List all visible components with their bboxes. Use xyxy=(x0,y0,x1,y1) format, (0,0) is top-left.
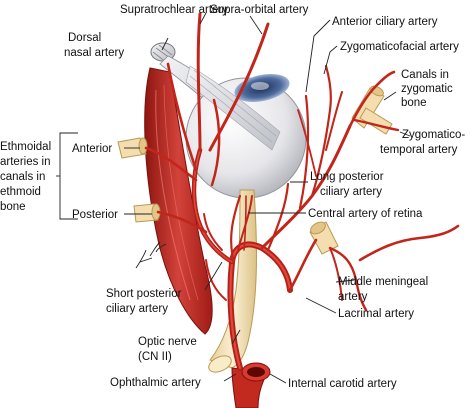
label-anterior: Anterior xyxy=(72,143,112,155)
long-posterior-ciliary-branch xyxy=(266,182,290,252)
label-dorsal-nasal-2: nasal artery xyxy=(64,47,124,59)
ethmoid-canal-posterior xyxy=(133,203,161,223)
label-ophthalmic: Ophthalmic artery xyxy=(110,377,201,389)
dorsal-nasal-branch xyxy=(166,62,198,172)
artery-network xyxy=(144,12,460,371)
label-canals-1: Canals in xyxy=(401,69,449,81)
label-ethmoidal-3: canals in xyxy=(0,171,45,183)
label-canals-2: zygomatic xyxy=(401,83,453,95)
zygomaticofacial-branch xyxy=(348,70,396,128)
short-posterior-ciliary-branch xyxy=(230,194,242,264)
supratrochlear-branch xyxy=(196,12,202,152)
label-middle-meningeal-2: artery xyxy=(338,291,368,303)
label-zygomaticotemporal-1: Zygomatico- xyxy=(402,129,465,141)
label-long-posterior-1: Long posterior xyxy=(310,171,384,183)
label-supraorbital: Supra-orbital artery xyxy=(210,4,309,16)
label-short-posterior-2: ciliary artery xyxy=(106,303,168,315)
label-lacrimal: Lacrimal artery xyxy=(338,308,414,320)
internal-carotid-artery xyxy=(231,362,271,408)
label-ethmoidal-4: ethmoid xyxy=(0,186,41,198)
label-canals-3: bone xyxy=(401,97,427,109)
leader-lines xyxy=(56,12,411,384)
label-zygomaticotemporal-2: temporal artery xyxy=(380,144,458,156)
label-ethmoidal-2: arteries in xyxy=(0,156,51,168)
label-posterior: Posterior xyxy=(72,209,118,221)
label-ethmoidal-1: Ethmoidal xyxy=(0,141,51,153)
label-long-posterior-2: ciliary artery xyxy=(320,186,382,198)
posterior-ethmoidal-branch xyxy=(156,210,208,234)
superior-oblique-muscle xyxy=(144,67,213,335)
label-optic-nerve-1: Optic nerve xyxy=(138,336,197,348)
label-supratrochlear: Supratrochlear artery xyxy=(120,4,228,16)
lacrimal-canal xyxy=(309,221,339,255)
label-short-posterior-1: Short posterior xyxy=(106,288,182,300)
label-central-artery: Central artery of retina xyxy=(308,208,423,220)
artist-signature xyxy=(135,241,167,269)
label-optic-nerve-2: (CN II) xyxy=(138,351,172,363)
label-anterior-ciliary: Anterior ciliary artery xyxy=(332,16,438,28)
zygomaticotemporal-branch xyxy=(352,118,400,132)
label-zygomaticofacial: Zygomaticofacial artery xyxy=(340,41,459,53)
middle-meningeal-branch xyxy=(328,246,368,312)
anterior-ciliary-branch xyxy=(298,94,310,210)
label-ethmoidal-5: bone xyxy=(0,201,26,213)
optic-nerve-cut-end xyxy=(208,355,232,373)
central-retinal-branch xyxy=(243,195,247,251)
supraorbital-branch xyxy=(208,22,270,152)
anterior-ethmoidal-branch xyxy=(144,146,198,182)
label-middle-meningeal-1: Middle meningeal xyxy=(338,276,428,288)
label-internal-carotid: Internal carotid artery xyxy=(288,378,397,390)
label-dorsal-nasal-1: Dorsal xyxy=(68,32,101,44)
